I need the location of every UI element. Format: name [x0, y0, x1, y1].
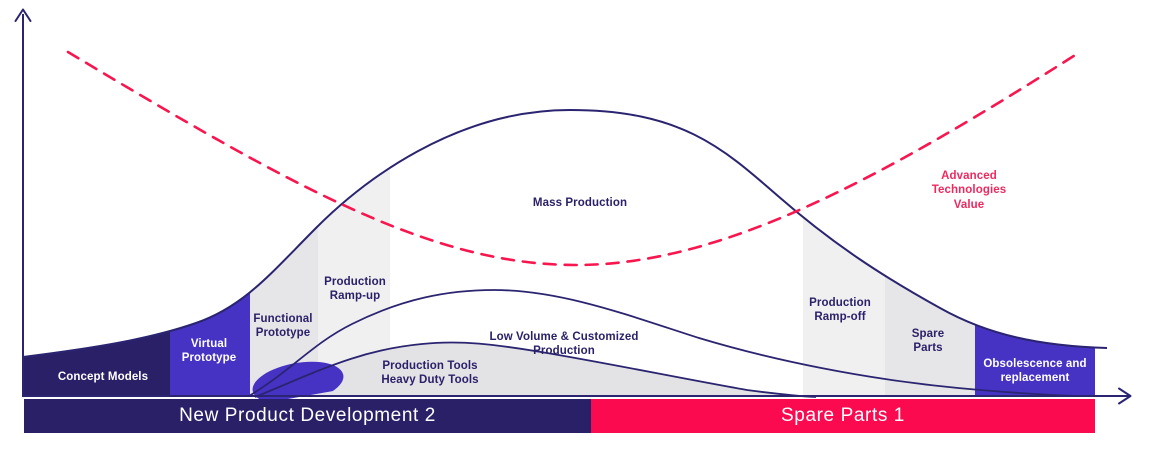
- phase-label-production-tools: Production Tools Heavy Duty Tools: [381, 360, 479, 387]
- low-volume-curve: [248, 289, 1079, 397]
- phase-label-obsolescence: Obsolescence and replacement: [983, 358, 1087, 385]
- phase-label-spare-parts: Spare Parts: [911, 328, 945, 355]
- advanced-technologies-curve: [66, 50, 1082, 267]
- phase-label-production-ramp-up: Production Ramp-up: [324, 276, 386, 303]
- phase-label-functional-prototype: Functional Prototype: [253, 313, 313, 340]
- timeline-label-spare-parts: Spare Parts 1: [781, 405, 905, 426]
- timeline-bar-new-product-development: [24, 399, 591, 433]
- curve-label-advanced-technologies: Advanced Technologies Value: [931, 170, 1007, 211]
- y-axis-arrow-icon: [14, 8, 32, 22]
- x-axis-arrow-icon: [1118, 387, 1132, 405]
- phase-label-low-volume: Low Volume & Customized Production: [489, 331, 639, 358]
- timeline-label-new-product-development: New Product Development 2: [179, 405, 436, 426]
- production-tools-curve: [254, 341, 817, 398]
- phase-label-concept-models: Concept Models: [57, 371, 149, 383]
- product-lifecycle-curve: [22, 108, 1108, 358]
- phase-label-production-ramp-off: Production Ramp-off: [809, 297, 871, 324]
- phase-label-virtual-prototype: Virtual Prototype: [181, 338, 237, 365]
- phase-label-mass-production: Mass Production: [532, 197, 628, 209]
- production-tools-area: [255, 342, 816, 397]
- timeline-bar-spare-parts: [591, 399, 1095, 433]
- phase-band-production-ramp-off: [803, 110, 885, 397]
